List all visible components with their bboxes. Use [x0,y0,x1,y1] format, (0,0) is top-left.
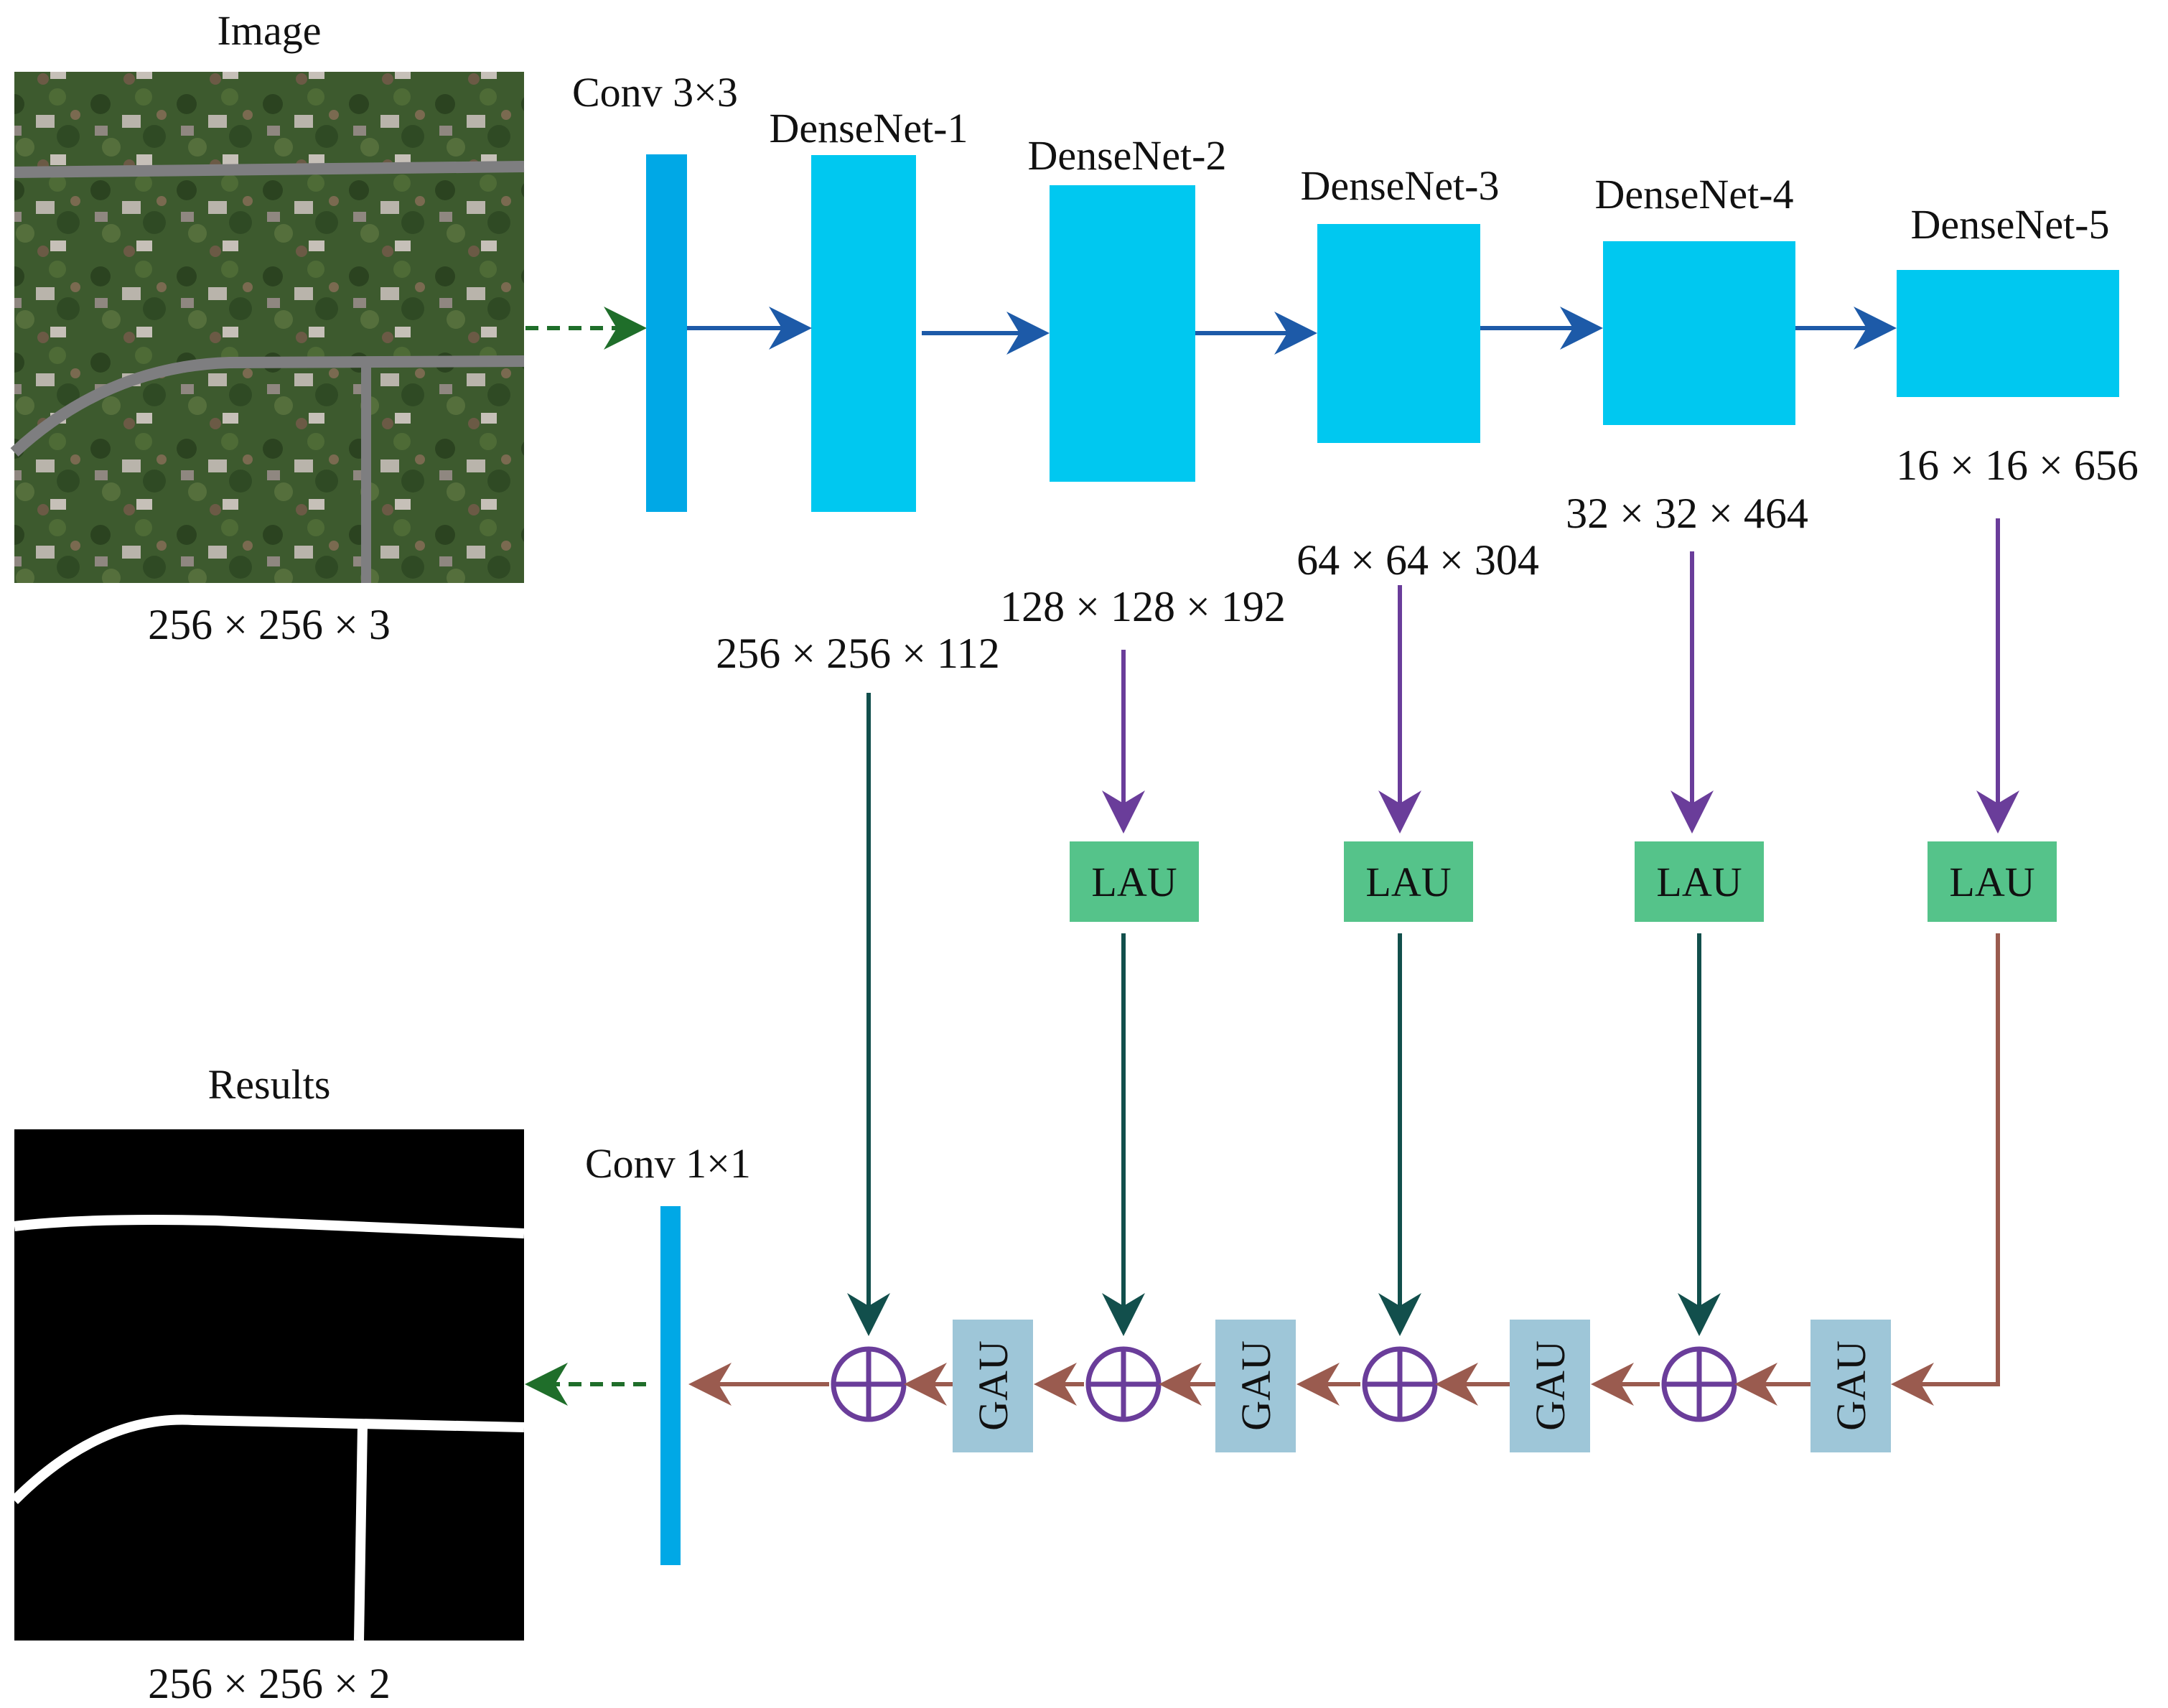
conv-out-label: Conv 1×1 [585,1140,751,1187]
output-size: 256 × 256 × 2 [148,1660,391,1707]
feature-size-5: 16 × 16 × 656 [1896,442,2139,489]
densenet-2-block [1050,185,1195,482]
densenet-5-label: DenseNet-5 [1910,201,2109,248]
densenet-1-label: DenseNet-1 [769,105,968,151]
output-segmentation-map [11,1129,525,1641]
densenet-4-label: DenseNet-4 [1594,171,1793,218]
gau-label-2: GAU [1233,1340,1279,1431]
gau-box-3 [1510,1320,1590,1452]
sum-node-4 [1661,1346,1737,1422]
gau-label-4: GAU [1828,1340,1874,1431]
gau-box-4 [1810,1320,1891,1452]
lau-box-3 [1635,841,1764,922]
feature-size-4: 32 × 32 × 464 [1566,490,1808,537]
feature-size-2: 128 × 128 × 192 [1000,583,1286,630]
input-size: 256 × 256 × 3 [148,601,391,648]
densenet-1-block [811,155,916,512]
input-title: Image [218,7,322,54]
conv-in-bar [646,154,687,512]
gau-box-2 [1215,1320,1296,1452]
lau-box-1 [1070,841,1199,922]
densenet-4-block [1603,241,1795,425]
gau-label-1: GAU [970,1340,1017,1431]
densenet-3-label: DenseNet-3 [1300,162,1499,209]
densenet-5-block [1897,270,2119,397]
gau-label-3: GAU [1527,1340,1574,1431]
feature-size-1: 256 × 256 × 112 [716,630,999,677]
densenet-2-label: DenseNet-2 [1027,132,1226,179]
sum-node-2 [1085,1346,1162,1422]
sum-node-3 [1362,1346,1438,1422]
input-aerial-image [10,72,525,583]
conv-out-bar [660,1206,681,1565]
lau-to-decoder-path [1891,933,2000,1406]
lau-label-3: LAU [1656,859,1742,905]
gau-box-1 [953,1320,1033,1452]
lau-label-2: LAU [1365,859,1451,905]
lau-label-4: LAU [1949,859,2034,905]
sum-node-1 [831,1346,907,1422]
feature-size-3: 64 × 64 × 304 [1296,536,1539,584]
conv-in-label: Conv 3×3 [572,69,738,116]
lau-label-1: LAU [1091,859,1177,905]
output-title: Results [208,1061,331,1108]
densenet-3-block [1317,224,1480,443]
lau-box-4 [1928,841,2057,922]
lau-box-2 [1344,841,1473,922]
